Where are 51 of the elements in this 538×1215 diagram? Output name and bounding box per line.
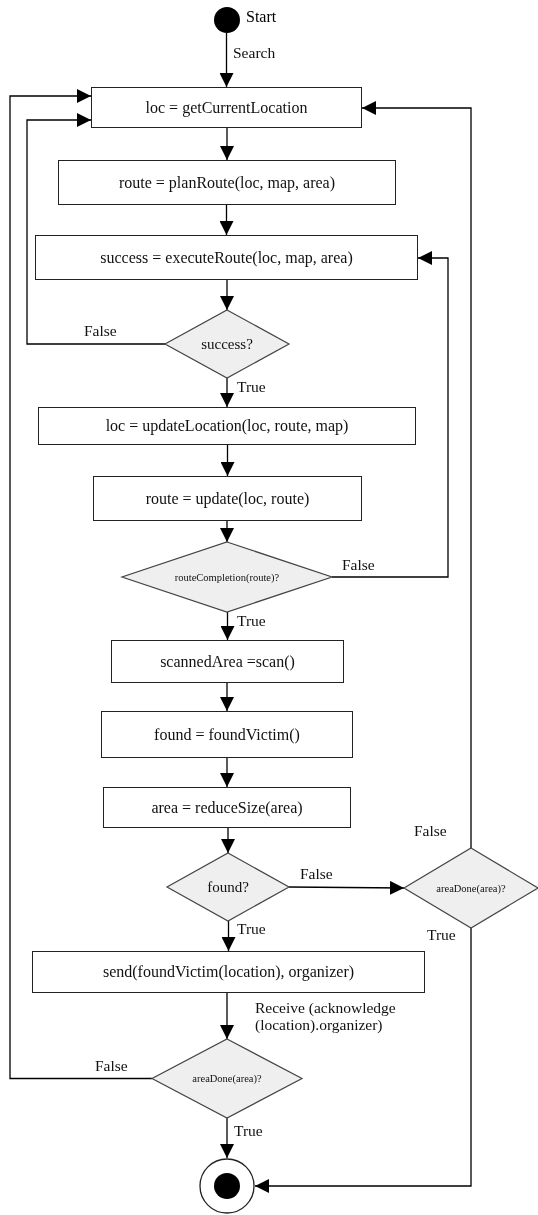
arrow: [221, 920, 236, 952]
arrow: [361, 101, 472, 849]
decision-diamond: [152, 1039, 302, 1118]
process-label: scannedArea =scan(): [160, 652, 295, 671]
arrow: [220, 1117, 234, 1159]
arrow: [220, 757, 234, 788]
decision-diamond: [404, 848, 538, 928]
process-box: [93, 476, 362, 521]
arrow: [220, 992, 234, 1040]
process-label: success = executeRoute(loc, map, area): [100, 248, 353, 267]
arrow: [221, 827, 235, 854]
decision-label: areaDone(area)?: [436, 882, 506, 894]
process-box: [32, 951, 425, 993]
process-label: send(foundVictim(location), organizer): [102, 963, 355, 981]
decision-label: routeCompletion(route)?: [174, 571, 280, 583]
process-label: area = reduceSize(area): [151, 798, 303, 817]
arrow: [220, 520, 234, 543]
decision-diamond: [167, 853, 289, 921]
arrow: [331, 251, 449, 578]
arrow: [9, 89, 153, 1080]
arrow: [220, 682, 234, 712]
process-label: route = planRoute(loc, map, area): [118, 173, 335, 192]
arrow: [288, 880, 405, 895]
process-box: [103, 787, 351, 828]
arrow: [220, 611, 235, 641]
process-box: [101, 711, 353, 758]
process-box: [58, 160, 396, 205]
process-label: loc = updateLocation(loc, route, map): [105, 417, 349, 435]
process-label: loc = getCurrentLocation: [145, 98, 308, 117]
start-node: [214, 7, 240, 33]
arrow: [254, 927, 472, 1193]
decision-diamond: [122, 542, 332, 612]
arrow: [220, 377, 234, 408]
process-label: found = foundVictim(): [154, 725, 300, 744]
process-box: [111, 640, 344, 683]
process-label: route = update(loc, route): [145, 489, 310, 508]
decision-label: success?: [201, 335, 253, 353]
arrow: [219, 204, 234, 236]
arrow: [220, 444, 235, 477]
decision-diamond: [165, 310, 289, 378]
decision-label: found?: [207, 878, 249, 896]
arrow: [26, 113, 166, 345]
arrow: [219, 32, 234, 88]
decision-label: areaDone(area)?: [192, 1073, 262, 1084]
arrow: [220, 127, 234, 161]
process-box: [91, 87, 362, 128]
process-box: [35, 235, 418, 280]
end-node: [199, 1158, 255, 1214]
arrow: [220, 279, 234, 311]
process-box: [38, 407, 416, 445]
node-caption: Start: [246, 8, 277, 26]
